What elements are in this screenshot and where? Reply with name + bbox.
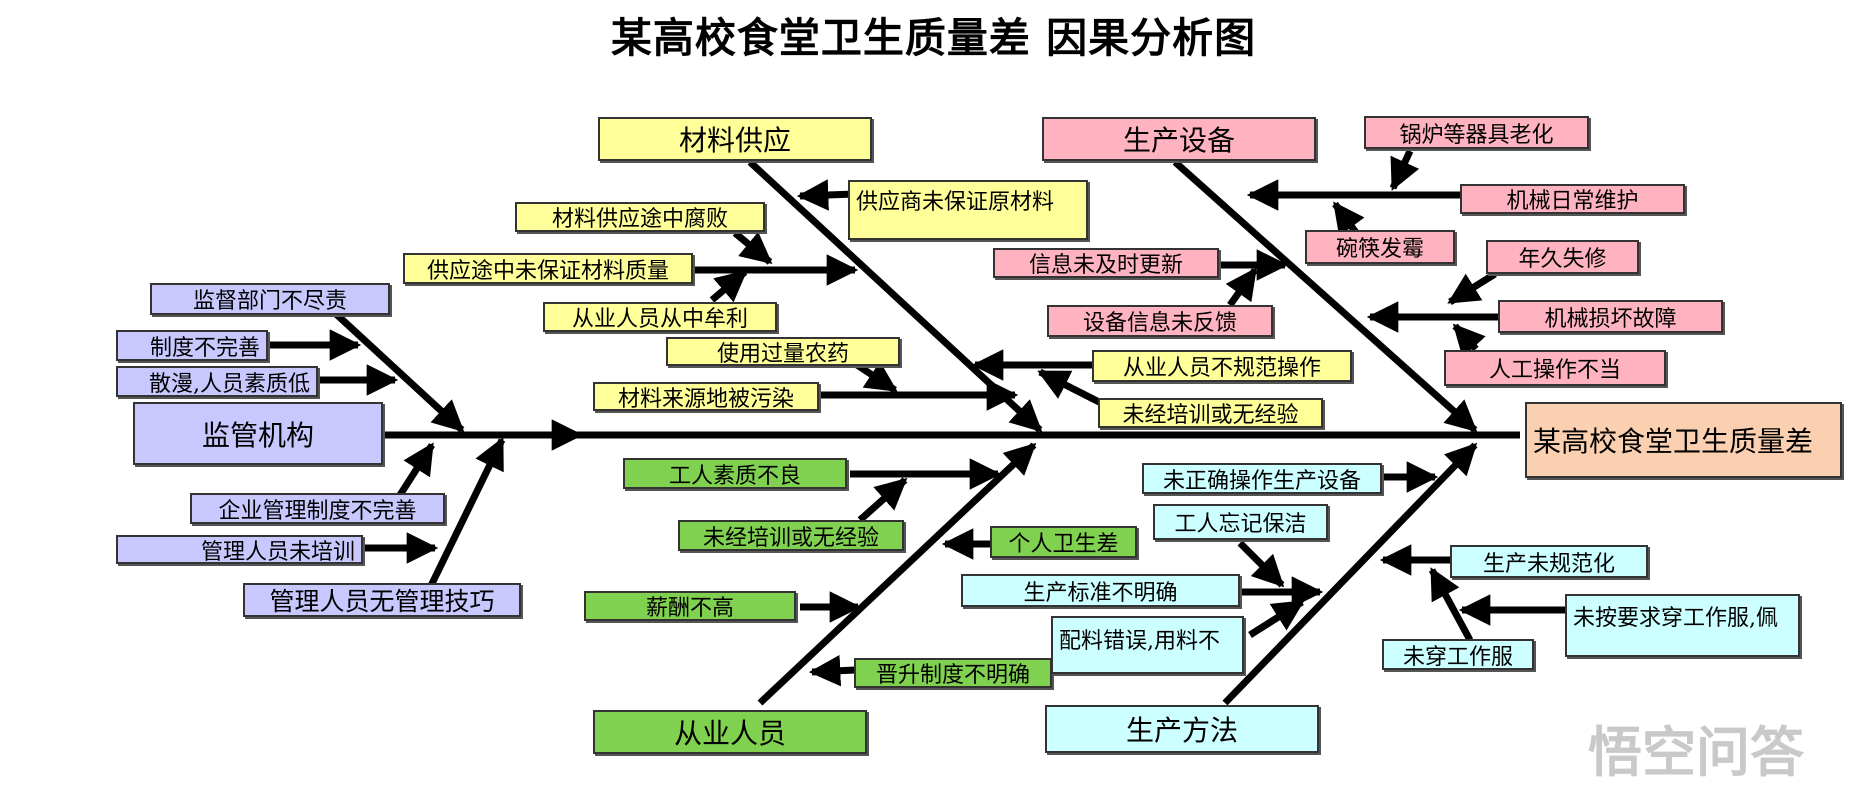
cause-methods: 生产标准不明确 [961,574,1240,607]
bone-equipment [1172,159,1478,433]
cause-supervision: 管理人员无管理技巧 [243,583,521,617]
cause-equipment: 未经培训或无经验 [1098,398,1323,428]
cause-equipment: 信息未及时更新 [993,248,1219,278]
cause-materials: 供应途中未保证材料质量 [403,253,693,284]
effect-box: 某高校食堂卫生质量差 [1525,402,1842,478]
cause-equipment: 机械日常维护 [1460,184,1685,214]
cause-supervision: 制度不完善 [116,330,268,361]
cause-methods: 配料错误,用料不 [1051,616,1244,674]
cause-methods: 未正确操作生产设备 [1142,463,1382,494]
cause-methods: 工人忘记保洁 [1153,504,1328,540]
cause-equipment: 碗筷发霉 [1305,230,1455,264]
diagram-title: 某高校食堂卫生质量差 因果分析图 [610,14,1257,62]
cause-personnel: 未经培训或无经验 [678,520,904,551]
category-materials: 材料供应 [598,117,872,161]
cause-methods: 未穿工作服 [1382,639,1534,670]
watermark: 悟空问答 [1588,721,1804,784]
cause-equipment: 设备信息未反馈 [1047,305,1273,337]
cause-supervision: 企业管理制度不完善 [190,493,445,524]
cause-equipment: 从业人员不规范操作 [1092,350,1352,382]
cause-equipment: 年久失修 [1486,240,1639,274]
category-equipment: 生产设备 [1042,117,1316,161]
cause-equipment: 人工操作不当 [1444,350,1666,386]
cause-personnel: 工人素质不良 [623,458,847,489]
cause-personnel: 薪酬不高 [584,591,796,621]
cause-materials: 材料供应途中腐败 [515,202,765,232]
cause-methods: 生产未规范化 [1450,545,1648,578]
cause-methods: 未按要求穿工作服,佩 [1565,594,1800,657]
cause-equipment: 锅炉等器具老化 [1364,116,1589,149]
cause-personnel: 个人卫生差 [990,526,1137,558]
category-personnel: 从业人员 [593,710,867,754]
cause-materials: 从业人员从中牟利 [543,302,777,332]
category-supervision: 监管机构 [133,402,383,465]
cause-materials: 使用过量农药 [666,337,900,366]
cause-supervision: 散漫,人员素质低 [116,366,318,397]
cause-materials: 供应商未保证原材料 [848,180,1088,240]
cause-personnel: 晋升制度不明确 [854,658,1052,688]
cause-supervision: 管理人员未培训 [116,535,363,564]
category-methods: 生产方法 [1045,705,1319,753]
cause-materials: 材料来源地被污染 [593,382,819,411]
cause-equipment: 机械损坏故障 [1498,300,1723,333]
cause-supervision: 监督部门不尽责 [150,283,390,315]
